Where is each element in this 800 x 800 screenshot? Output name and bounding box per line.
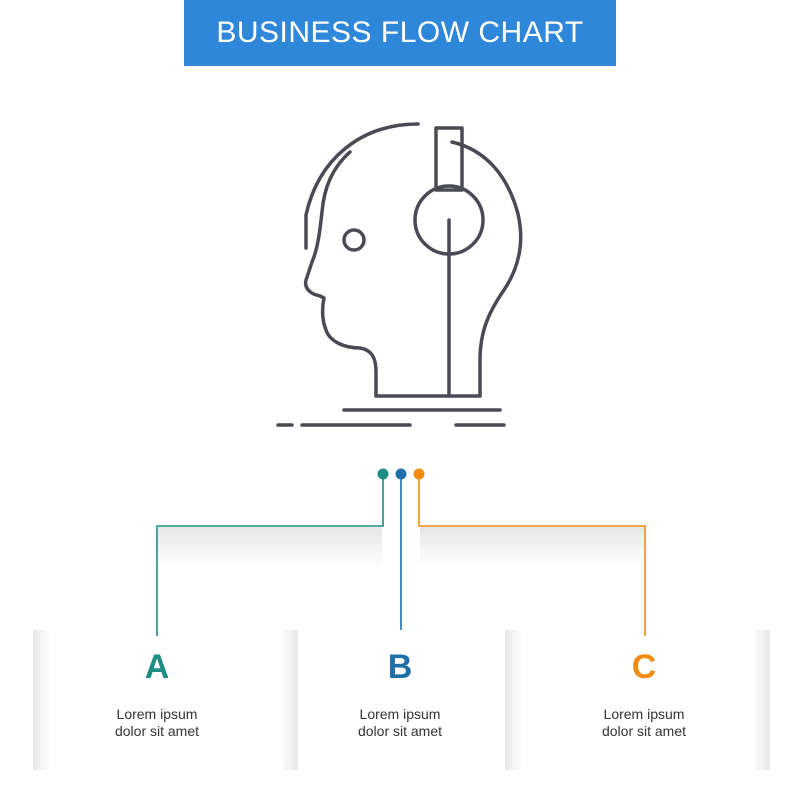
option-c-line-2: dolor sit amet <box>601 723 687 739</box>
headband <box>434 126 464 192</box>
option-c-line-1: Lorem ipsum <box>603 706 685 722</box>
shade-a <box>158 527 382 567</box>
option-b-line-2: dolor sit amet <box>357 723 443 739</box>
headphones-head-icon <box>276 122 523 427</box>
option-c-letter: C <box>631 648 657 686</box>
panel-c-shade-right <box>752 630 770 770</box>
option-b-line-1: Lorem ipsum <box>359 706 441 722</box>
option-a-line-1: Lorem ipsum <box>116 706 198 722</box>
connector-line-c <box>418 479 646 636</box>
title-banner: BUSINESS FLOW CHART <box>184 0 616 66</box>
hair-line <box>304 122 420 250</box>
option-a-line-2: dolor sit amet <box>114 723 200 739</box>
option-c-description: Lorem ipsum dolor sit amet <box>544 706 744 740</box>
page-title: BUSINESS FLOW CHART <box>216 16 584 49</box>
option-b-description: Lorem ipsum dolor sit amet <box>300 706 500 740</box>
connector-line-a <box>156 479 384 636</box>
option-b-letter: B <box>387 648 413 686</box>
option-a-letter: A <box>144 648 170 686</box>
panel-a-shade-right <box>280 630 298 770</box>
panel-a-shade-left <box>33 630 51 770</box>
option-a-description: Lorem ipsum dolor sit amet <box>57 706 257 740</box>
head-outline <box>303 140 523 398</box>
connector-dot-c <box>413 468 425 480</box>
eye-circle <box>342 228 366 252</box>
connector-dot-a <box>377 468 389 480</box>
panel-c-shade-left <box>505 630 523 770</box>
shade-c <box>420 527 645 567</box>
connector-dot-b <box>395 468 407 480</box>
